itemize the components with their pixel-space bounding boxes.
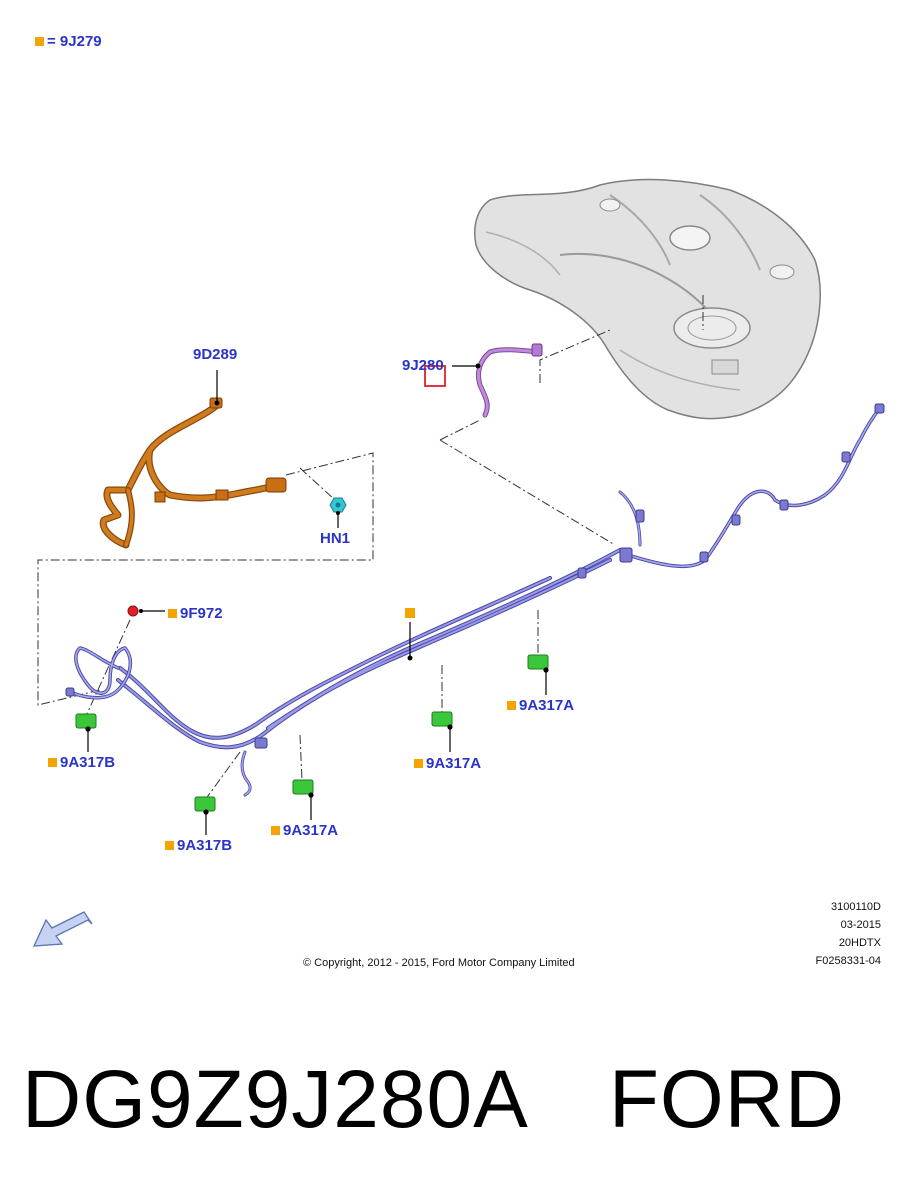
label-9a317a-3-text: 9A317A xyxy=(283,822,339,839)
marker-square xyxy=(168,609,177,618)
brand-name: FORD xyxy=(608,1054,846,1145)
label-9a317a-1: 9A317A xyxy=(507,697,574,715)
copyright-notice: © Copyright, 2012 - 2015, Ford Motor Com… xyxy=(303,957,575,969)
marker-square xyxy=(48,758,57,767)
leader-dashdot-lines xyxy=(37,295,704,801)
marker-square xyxy=(165,841,174,850)
figure-id: F0258331-04 xyxy=(815,955,881,967)
highlight-box-9j280 xyxy=(424,365,446,387)
label-9a317b-1: 9A317B xyxy=(48,754,115,772)
figure-code: 3100110D xyxy=(831,901,881,913)
fuel-tank xyxy=(474,178,821,420)
label-9a317a-2: 9A317A xyxy=(414,755,481,773)
label-9a317b-2-text: 9A317B xyxy=(177,837,233,854)
forward-arrow-icon xyxy=(32,911,93,947)
marker-square xyxy=(271,826,280,835)
tube-9j280 xyxy=(475,343,543,418)
part-number-banner: DG9Z9J280A FORD xyxy=(22,1050,845,1150)
fuel-lines xyxy=(68,406,882,797)
label-hn1: HN1 xyxy=(320,530,351,547)
line-connectors xyxy=(65,403,885,749)
marker-square xyxy=(414,759,423,768)
part-number: DG9Z9J280A xyxy=(22,1054,529,1145)
legend-label: = 9J279 xyxy=(47,33,102,50)
figure-metadata: 3100110D 03-2015 20HDTX F0258331-04 xyxy=(816,898,881,970)
marker-square xyxy=(507,701,516,710)
label-9a317b-1-text: 9A317B xyxy=(60,754,116,771)
marker-9j279 xyxy=(405,608,415,618)
label-9f972: 9F972 xyxy=(168,605,223,623)
label-9j280: 9J280 xyxy=(402,357,444,374)
figure-model: 20HDTX xyxy=(838,937,881,949)
nut-hn1 xyxy=(329,497,347,528)
label-9d289: 9D289 xyxy=(193,346,238,363)
label-9a317a-3: 9A317A xyxy=(271,822,338,840)
component-9f972 xyxy=(127,605,165,617)
legend-marker xyxy=(35,37,44,46)
label-9a317b-2: 9A317B xyxy=(165,837,232,855)
label-9f972-text: 9F972 xyxy=(180,605,223,622)
vent-pipe-9d289 xyxy=(99,397,287,549)
figure-date: 03-2015 xyxy=(840,919,881,931)
legend: = 9J279 xyxy=(35,33,102,51)
label-9a317a-2-text: 9A317A xyxy=(426,755,482,772)
clips xyxy=(75,654,549,835)
label-9a317a-1-text: 9A317A xyxy=(519,697,575,714)
